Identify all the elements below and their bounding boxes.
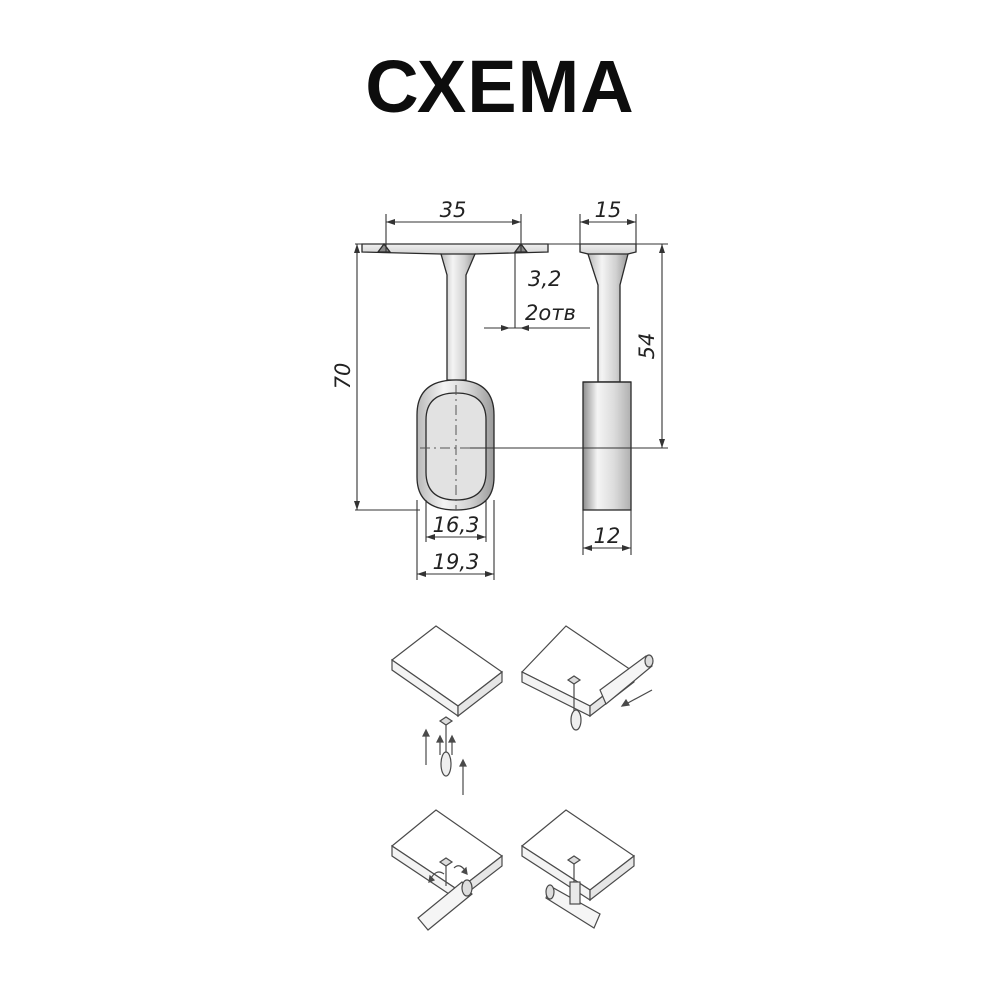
- install-step-1: [390, 625, 504, 795]
- dim-top-width: 35: [440, 198, 467, 222]
- installation-steps: [390, 625, 654, 931]
- dim-side-width: 15: [595, 198, 622, 222]
- install-step-4: [520, 809, 636, 929]
- dim-inner-width: 16,3: [433, 513, 480, 537]
- install-step-2: [521, 625, 654, 731]
- dim-side-thickness: 12: [594, 524, 621, 548]
- dim-outer-width: 19,3: [433, 550, 480, 574]
- dim-total-height: 70: [331, 363, 355, 390]
- install-step-3: [390, 809, 504, 931]
- dim-side-height: 54: [635, 333, 659, 360]
- side-holder: [582, 381, 632, 511]
- screw-hole-left: [376, 242, 392, 253]
- page-title: СХЕМА: [365, 45, 635, 128]
- side-view: [579, 243, 637, 511]
- dimension-lines: [355, 214, 668, 580]
- dimension-arrows: [354, 219, 665, 577]
- dim-hole-diameter: 3,2: [528, 267, 561, 291]
- dim-hole-count: 2отв: [525, 301, 576, 325]
- stem: [440, 253, 476, 381]
- front-view: [361, 242, 549, 511]
- side-stem: [587, 253, 629, 383]
